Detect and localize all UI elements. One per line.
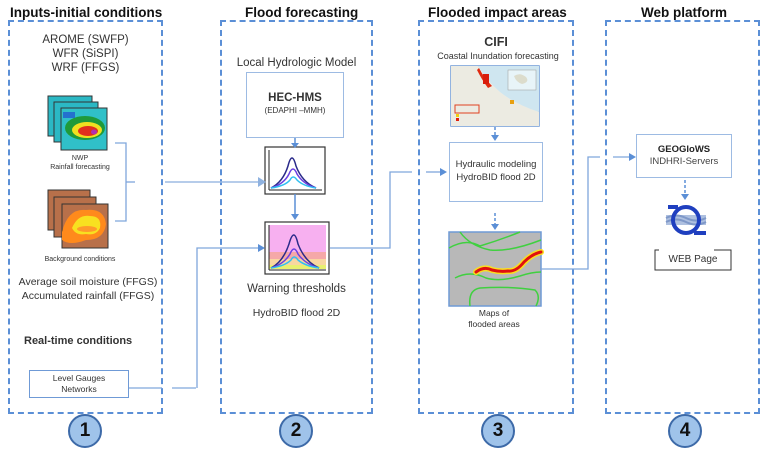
model-arome: AROME (SWFP) [42, 34, 129, 46]
panel-flood-forecasting [220, 20, 373, 414]
hec-hms-box[interactable]: HEC-HMS (EDAPHI –MMH) [246, 72, 344, 138]
panel-title-web-platform: Web platform [637, 5, 732, 20]
realtime-heading: Real-time conditions [24, 335, 133, 347]
warning-thresholds-chart-icon [264, 221, 330, 275]
nwp-caption: NWP Rainfall forecasting [30, 154, 130, 172]
level-gauges-line2: Networks [61, 384, 97, 394]
step-number-3: 3 [481, 414, 515, 448]
panel-flooded-impact-areas [418, 20, 574, 414]
warning-thresholds-label: Warning thresholds [247, 283, 346, 295]
panel-title-flooded-impact-areas: Flooded impact areas [424, 5, 571, 20]
level-gauges-box[interactable]: Level Gauges Networks [29, 370, 129, 398]
model-wfr: WFR (SiSPI) [52, 48, 119, 60]
level-gauges-line1: Level Gauges [52, 373, 106, 383]
geoglows-subtitle: INDHRI-Servers [649, 156, 719, 167]
maps-caption: Maps of flooded areas [444, 308, 544, 330]
maps-caption-line1: Maps of [478, 308, 510, 318]
step-number-2: 2 [279, 414, 313, 448]
hec-hms-title: HEC-HMS [268, 92, 322, 104]
model-wrf: WRF (FFGS) [51, 62, 120, 74]
hydrobid-flood-2d-label: HydroBID flood 2D [252, 307, 341, 319]
local-hydrologic-model-heading: Local Hydrologic Model [236, 57, 357, 69]
hydraulic-modeling-box[interactable]: Hydraulic modeling HydroBID flood 2D [449, 142, 543, 202]
web-page-label[interactable]: WEB Page [668, 254, 718, 265]
step-number-4: 4 [668, 414, 702, 448]
hec-hms-subtitle: (EDAPHI –MMH) [264, 106, 326, 115]
nwp-caption-line2: Rainfall forecasting [50, 164, 110, 171]
panel-title-flood-forecasting: Flood forecasting [241, 5, 363, 20]
maps-caption-line2: flooded areas [468, 319, 520, 329]
geoglows-title: GEOGloWS [657, 144, 711, 155]
hydraulic-modeling-line2: HydroBID flood 2D [456, 172, 536, 183]
cifi-subtitle: Coastal Inundation forecasting [437, 51, 559, 61]
panel-title-inputs: Inputs-initial conditions [6, 5, 167, 20]
background-caption: Background conditions [44, 256, 116, 263]
nwp-caption-line1: NWP [71, 155, 89, 162]
soil-moisture-line: Average soil moisture (FFGS) [18, 276, 158, 288]
hydrograph-icon [264, 146, 326, 195]
panel-web-platform [605, 20, 760, 414]
geoglows-box[interactable]: GEOGloWS INDHRI-Servers [636, 134, 732, 178]
step-number-1: 1 [68, 414, 102, 448]
hydraulic-modeling-line1: Hydraulic modeling [455, 159, 537, 170]
cifi-heading: CIFI [484, 35, 508, 49]
accumulated-rainfall-line: Accumulated rainfall (FFGS) [21, 290, 155, 302]
panel-inputs [8, 20, 163, 414]
